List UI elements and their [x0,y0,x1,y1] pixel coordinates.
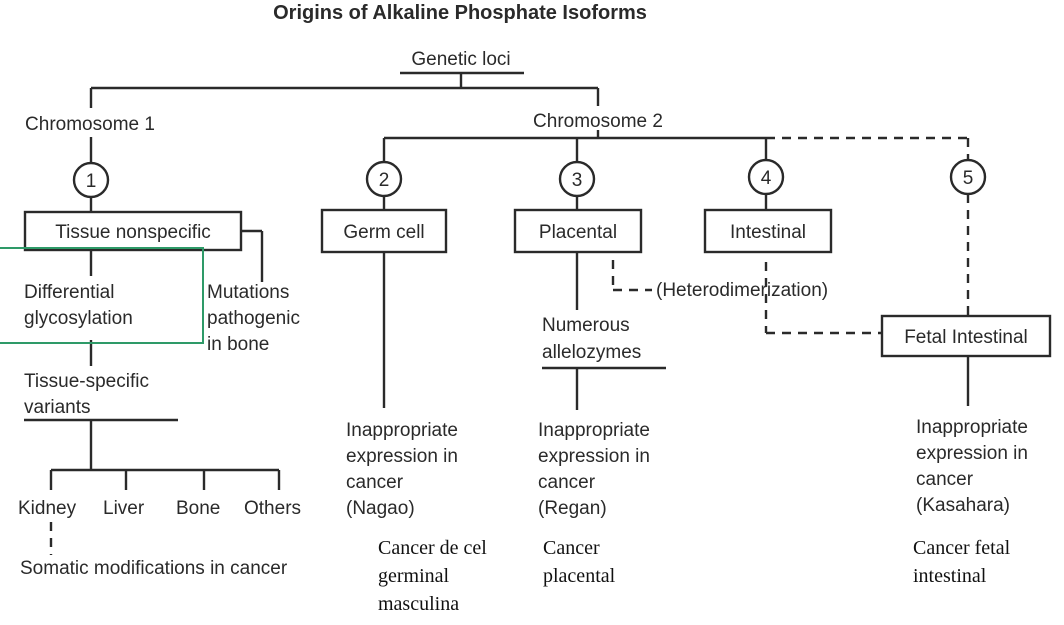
note-fetal-line-2: intestinal [913,565,987,587]
mutations-line-1: Mutations [207,282,289,303]
differential-line-2: glycosylation [24,308,133,329]
locus-3: 3 [558,160,596,198]
tissue-others: Others [244,498,301,519]
box-germ-cell-label: Germ cell [343,222,424,243]
nagao-line-2: expression in [346,446,458,467]
regan-line-1: Inappropriate [538,420,650,441]
mutations-line-2: pathogenic [207,308,300,329]
box-intestinal: Intestinal [703,208,833,254]
box-placental: Placental [513,208,643,254]
variants-line-1: Tissue-specific [24,371,149,392]
locus-4-number: 4 [761,168,772,189]
allelozymes-line-2: allelozymes [542,342,641,363]
allelozymes-line-1: Numerous [542,315,630,336]
kasahara-line-1: Inappropriate [916,417,1028,438]
tissue-liver: Liver [103,498,145,519]
note-germinal-line-1: Cancer de cel [378,537,487,559]
mutations-line-3: in bone [207,334,269,355]
note-germinal-line-2: germinal [378,565,450,587]
tissue-kidney: Kidney [18,498,77,519]
root-label: Genetic loci [411,49,510,70]
box-germ-cell: Germ cell [320,208,448,254]
note-fetal-line-1: Cancer fetal [913,537,1011,559]
box-tissue-nonspecific: Tissue nonspecific [23,210,243,252]
box-fetal-intestinal: Fetal Intestinal [880,314,1052,358]
variants-line-2: variants [24,397,91,418]
locus-1: 1 [72,161,110,199]
note-placental-line-1: Cancer [543,537,600,559]
regan-line-3: cancer [538,472,596,493]
heterodimerization-label: (Heterodimerization) [656,280,828,301]
regan-line-4: (Regan) [538,498,607,519]
box-placental-label: Placental [539,222,617,243]
kasahara-line-3: cancer [916,469,974,490]
chromosome-2-label: Chromosome 2 [533,111,663,132]
highlight-frame [0,247,204,344]
differential-line-1: Differential [24,282,114,303]
diagram-title: Origins of Alkaline Phosphate Isoforms [273,2,647,24]
connectors [24,71,970,555]
box-tissue-nonspecific-label: Tissue nonspecific [55,222,211,243]
locus-3-number: 3 [572,170,583,191]
locus-2: 2 [365,160,403,198]
locus-1-number: 1 [86,171,97,192]
locus-4: 4 [747,158,785,196]
kasahara-line-2: expression in [916,443,1028,464]
box-intestinal-label: Intestinal [730,222,806,243]
tissue-bone: Bone [176,498,220,519]
nagao-line-4: (Nagao) [346,498,415,519]
nagao-line-1: Inappropriate [346,420,458,441]
somatic-modifications: Somatic modifications in cancer [20,558,288,579]
locus-2-number: 2 [379,170,390,191]
note-germinal-line-3: masculina [378,593,459,615]
regan-line-2: expression in [538,446,650,467]
box-fetal-intestinal-label: Fetal Intestinal [904,327,1028,348]
kasahara-line-4: (Kasahara) [916,495,1010,516]
locus-5-number: 5 [963,168,974,189]
locus-5: 5 [949,158,987,196]
note-placental-line-2: placental [543,565,616,587]
nagao-line-3: cancer [346,472,404,493]
chromosome-1-label: Chromosome 1 [25,114,155,135]
